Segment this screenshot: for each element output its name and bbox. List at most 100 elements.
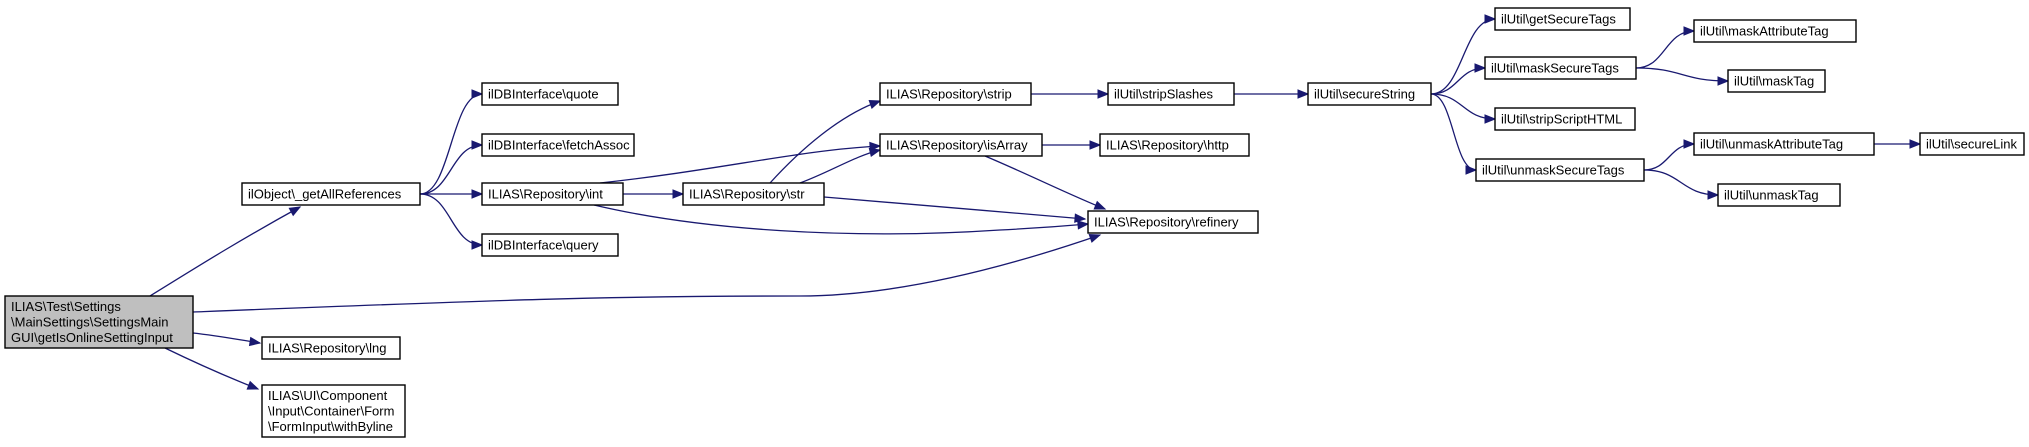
node-label-with-byline-line-3: \FormInput\withByline	[268, 419, 393, 434]
node-with-byline[interactable]: ILIAS\UI\Component\Input\Container\Form\…	[261, 384, 406, 438]
node-label-unmask-tag-line-1: ilUtil\unmaskTag	[1724, 188, 1819, 203]
node-mask-tag[interactable]: ilUtil\maskTag	[1727, 69, 1826, 93]
arrowhead-get-all-references-to-query	[471, 240, 484, 250]
edge-mask-secure-tags-to-mask-attribute-tag	[1635, 30, 1695, 69]
node-label-fetch-assoc-line-1: ilDBInterface\fetchAssoc	[488, 138, 630, 153]
arrowhead-str-to-refinery	[1074, 213, 1087, 223]
edge-mask-secure-tags-to-mask-tag	[1635, 67, 1729, 82]
node-label-root-line-3: GUI\getIsOnlineSettingInput	[11, 330, 173, 345]
arrowhead-unmask-secure-tags-to-unmask-attribute-tag	[1683, 139, 1696, 149]
arrowhead-strip-to-strip-slashes	[1097, 89, 1110, 99]
node-root[interactable]: ILIAS\Test\Settings\MainSettings\Setting…	[4, 295, 194, 349]
node-box-is-array	[879, 133, 1043, 157]
node-label-mask-tag-line-1: ilUtil\maskTag	[1734, 74, 1814, 89]
node-box-get-all-references	[241, 182, 421, 206]
node-label-str-line-1: ILIAS\Repository\str	[689, 187, 805, 202]
node-label-unmask-attribute-tag-line-1: ilUtil\unmaskAttributeTag	[1700, 137, 1843, 152]
node-refinery[interactable]: ILIAS\Repository\refinery	[1087, 210, 1259, 234]
node-mask-secure-tags[interactable]: ilUtil\maskSecureTags	[1484, 56, 1637, 80]
node-secure-string[interactable]: ilUtil\secureString	[1307, 82, 1432, 106]
node-label-mask-secure-tags-line-1: ilUtil\maskSecureTags	[1491, 61, 1619, 76]
arrowhead-get-all-references-to-fetch-assoc	[471, 140, 484, 150]
arrowhead-str-to-strip	[868, 99, 882, 109]
node-box-mask-tag	[1727, 69, 1826, 93]
node-get-secure-tags[interactable]: ilUtil\getSecureTags	[1494, 7, 1631, 31]
node-box-root	[4, 295, 194, 349]
node-mask-attribute-tag[interactable]: ilUtil\maskAttributeTag	[1693, 19, 1857, 43]
arrowhead-secure-string-to-strip-script-html	[1484, 114, 1497, 124]
node-secure-link[interactable]: ilUtil\secureLink	[1919, 132, 2025, 156]
node-query[interactable]: ilDBInterface\query	[481, 233, 619, 257]
node-label-secure-link-line-1: ilUtil\secureLink	[1926, 137, 2018, 152]
node-box-mask-attribute-tag	[1693, 19, 1857, 43]
node-box-secure-link	[1919, 132, 2025, 156]
edge-secure-string-to-unmask-secure-tags	[1430, 93, 1477, 171]
edge-str-to-strip	[769, 100, 881, 184]
edge-is-array-to-refinery	[984, 155, 1106, 210]
node-box-str	[682, 182, 825, 206]
node-label-root-line-1: ILIAS\Test\Settings	[11, 299, 121, 314]
node-label-query-line-1: ilDBInterface\query	[488, 238, 599, 253]
edge-str-to-refinery	[823, 196, 1086, 220]
node-str[interactable]: ILIAS\Repository\str	[682, 182, 825, 206]
node-strip-script-html[interactable]: ilUtil\stripScriptHTML	[1494, 107, 1636, 131]
node-label-is-array-line-1: ILIAS\Repository\isArray	[886, 138, 1028, 153]
node-box-quote	[481, 82, 619, 106]
node-is-array[interactable]: ILIAS\Repository\isArray	[879, 133, 1043, 157]
node-label-strip-slashes-line-1: ilUtil\stripSlashes	[1114, 87, 1213, 102]
node-label-secure-string-line-1: ilUtil\secureString	[1314, 87, 1415, 102]
arrowhead-secure-string-to-mask-secure-tags	[1474, 63, 1487, 73]
edge-secure-string-to-mask-secure-tags	[1430, 67, 1486, 95]
node-label-root-line-2: \MainSettings\SettingsMain	[11, 315, 169, 330]
node-get-all-references[interactable]: ilObject\_getAllReferences	[241, 182, 421, 206]
node-box-refinery	[1087, 210, 1259, 234]
edge-get-all-references-to-query	[419, 193, 483, 246]
node-label-quote-line-1: ilDBInterface\quote	[488, 87, 599, 102]
arrowhead-root-to-get-all-references	[288, 206, 302, 217]
arrowhead-str-to-is-array	[868, 147, 882, 158]
node-strip[interactable]: ILIAS\Repository\strip	[879, 82, 1032, 106]
node-quote[interactable]: ilDBInterface\quote	[481, 82, 619, 106]
node-box-unmask-secure-tags	[1475, 158, 1645, 182]
arrowhead-mask-secure-tags-to-mask-attribute-tag	[1683, 26, 1696, 36]
arrowhead-int-to-refinery	[1077, 220, 1090, 230]
node-unmask-secure-tags[interactable]: ilUtil\unmaskSecureTags	[1475, 158, 1645, 182]
node-label-http-line-1: ILIAS\Repository\http	[1106, 138, 1229, 153]
arrowhead-unmask-secure-tags-to-unmask-tag	[1707, 190, 1720, 200]
arrowhead-get-all-references-to-int	[471, 189, 484, 199]
node-box-get-secure-tags	[1494, 7, 1631, 31]
arrowhead-unmask-attribute-tag-to-secure-link	[1909, 139, 1922, 149]
node-box-mask-secure-tags	[1484, 56, 1637, 80]
node-label-refinery-line-1: ILIAS\Repository\refinery	[1094, 215, 1239, 230]
node-strip-slashes[interactable]: ilUtil\stripSlashes	[1107, 82, 1235, 106]
arrowhead-secure-string-to-get-secure-tags	[1484, 14, 1497, 24]
node-box-unmask-tag	[1717, 183, 1841, 207]
edge-unmask-secure-tags-to-unmask-attribute-tag	[1643, 143, 1695, 171]
node-fetch-assoc[interactable]: ilDBInterface\fetchAssoc	[481, 133, 635, 157]
node-label-mask-attribute-tag-line-1: ilUtil\maskAttributeTag	[1700, 24, 1829, 39]
node-box-strip-slashes	[1107, 82, 1235, 106]
arrowhead-secure-string-to-unmask-secure-tags	[1465, 165, 1478, 175]
arrowhead-root-to-with-byline	[246, 380, 260, 390]
node-box-fetch-assoc	[481, 133, 635, 157]
node-http[interactable]: ILIAS\Repository\http	[1099, 133, 1250, 157]
node-lng[interactable]: ILIAS\Repository\lng	[261, 336, 401, 360]
arrowhead-int-to-str	[672, 189, 685, 199]
node-box-lng	[261, 336, 401, 360]
node-unmask-tag[interactable]: ilUtil\unmaskTag	[1717, 183, 1841, 207]
node-box-int	[481, 182, 624, 206]
node-unmask-attribute-tag[interactable]: ilUtil\unmaskAttributeTag	[1693, 132, 1875, 156]
node-label-with-byline-line-2: \Input\Container\Form	[268, 404, 394, 419]
node-int[interactable]: ILIAS\Repository\int	[481, 182, 624, 206]
edge-get-all-references-to-fetch-assoc	[419, 144, 483, 195]
node-label-int-line-1: ILIAS\Repository\int	[488, 187, 603, 202]
edge-root-to-get-all-references	[149, 206, 301, 297]
node-label-get-secure-tags-line-1: ilUtil\getSecureTags	[1501, 12, 1616, 27]
node-box-strip	[879, 82, 1032, 106]
node-label-strip-line-1: ILIAS\Repository\strip	[886, 87, 1012, 102]
edge-int-to-is-array	[599, 145, 881, 184]
arrowhead-root-to-lng	[248, 336, 262, 347]
node-box-secure-string	[1307, 82, 1432, 106]
arrowhead-is-array-to-refinery	[1093, 200, 1107, 210]
